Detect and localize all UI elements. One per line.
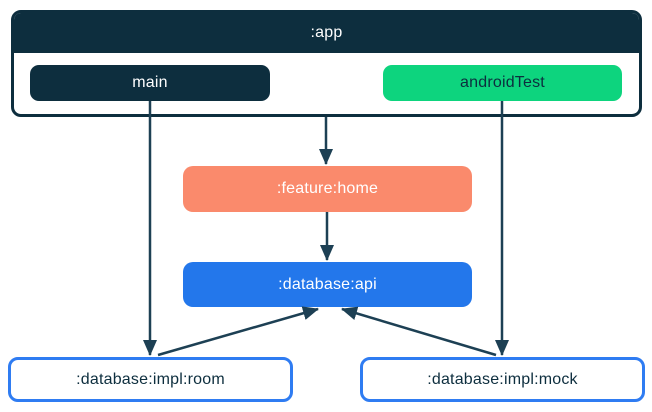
node-database-impl-mock-label: :database:impl:mock (427, 370, 578, 388)
node-androidtest-source-set: androidTest (383, 65, 622, 101)
node-database-impl-mock: :database:impl:mock (360, 357, 645, 402)
node-app-container: :app main androidTest (11, 10, 642, 117)
node-androidtest-label: androidTest (460, 74, 545, 91)
node-database-impl-room-label: :database:impl:room (76, 370, 225, 388)
node-main-label: main (132, 74, 168, 91)
node-app-label: :app (310, 24, 343, 41)
node-database-api: :database:api (183, 262, 472, 307)
node-database-api-label: :database:api (278, 275, 377, 293)
node-database-impl-room: :database:impl:room (8, 357, 293, 402)
node-feature-home: :feature:home (183, 166, 472, 212)
edge-database-impl-room-to-database-api (157, 306, 319, 357)
node-app-header: :app (14, 13, 639, 53)
edge-database-impl-mock-to-database-api (341, 306, 497, 357)
node-main-source-set: main (30, 65, 270, 101)
node-feature-home-label: :feature:home (276, 180, 379, 197)
